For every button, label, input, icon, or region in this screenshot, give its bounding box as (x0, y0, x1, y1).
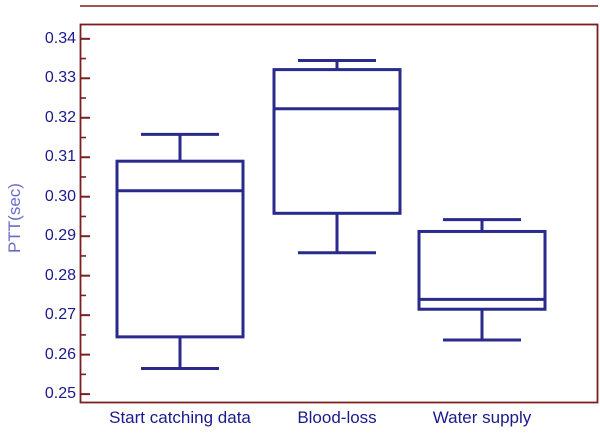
box-plots (115, 59, 547, 370)
box-plot-2 (272, 59, 402, 255)
y-axis-ticks (81, 37, 90, 396)
x-axis-tick-label: Blood-loss (297, 408, 377, 427)
x-axis-tick-labels: Start catching data Blood-loss Water suppl… (0, 402, 600, 436)
box-iqr-rect (417, 229, 547, 311)
x-axis-tick-label: Water supply (432, 408, 532, 427)
box-plot-1 (115, 132, 245, 370)
x-axis-tick-label: Start catching data (109, 408, 251, 427)
box-plot-3 (417, 218, 547, 342)
